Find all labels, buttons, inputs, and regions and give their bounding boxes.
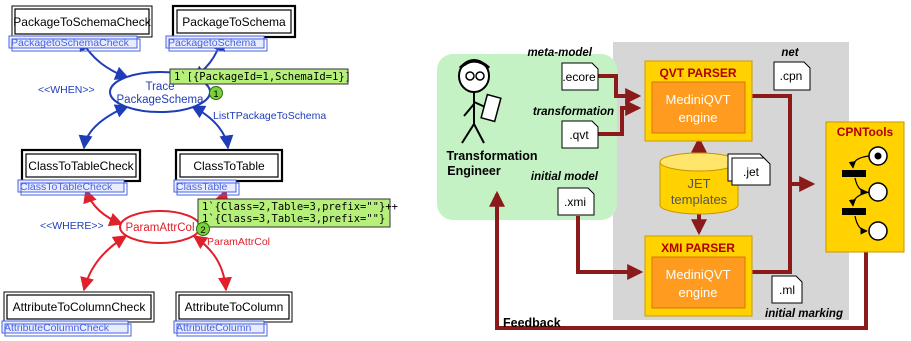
tag-packageto-schema-check: PackagetoSchemaCheck bbox=[8, 35, 141, 52]
flow-arrows bbox=[489, 74, 868, 330]
place-label-line2: PackageSchema bbox=[117, 94, 205, 106]
node-label: AttributeToColumnCheck bbox=[13, 300, 147, 314]
place-param-attr-col: ParamAttrCol bbox=[119, 210, 201, 244]
xmi-engine-line1: MediniQVT bbox=[665, 267, 730, 282]
list-t-package-to-schema-label: ListTPackageToSchema bbox=[213, 110, 326, 122]
arc-classcheck-to-param bbox=[83, 188, 124, 227]
file-cpn: .cpn bbox=[773, 61, 811, 91]
transformation-label: transformation bbox=[533, 106, 614, 118]
tag-label: ClassTable bbox=[176, 181, 228, 193]
marking-text-line1: 1`{Class=2,Table=3,prefix=""}++ bbox=[202, 201, 398, 213]
arc-trace-to-classcheck bbox=[78, 104, 130, 150]
place-label-line1: Trace bbox=[146, 81, 175, 93]
file-label: .xmi bbox=[564, 195, 586, 209]
tag-attribute-column: AttributeColumn bbox=[173, 320, 268, 337]
tag-label: AttributeColumn bbox=[176, 322, 251, 334]
node-label: PackageToSchema bbox=[182, 15, 286, 29]
initial-model-label: initial model bbox=[531, 171, 599, 183]
arc-param-to-attrcheck bbox=[80, 235, 128, 292]
tag-label: PackagetoSchemaCheck bbox=[11, 37, 130, 49]
marking-trace: 1`[{PackageId=1,SchemaId=1}] bbox=[169, 68, 351, 85]
arrow-qvt-to-qvt-parser bbox=[598, 100, 642, 136]
tag-label: ClassToTableCheck bbox=[20, 181, 113, 193]
node-label: AttributeToColumn bbox=[185, 300, 284, 314]
file-label: .ml bbox=[779, 283, 795, 297]
engineer-figure-icon bbox=[458, 59, 502, 144]
file-xmi: .xmi bbox=[557, 187, 595, 216]
arrow-xmi-to-xmi-parser bbox=[576, 216, 644, 280]
qvt-engine-line2: engine bbox=[678, 110, 717, 125]
token-count: 1 bbox=[213, 89, 218, 100]
node-attribute-to-column: AttributeToColumn bbox=[175, 291, 293, 323]
left-cpn-diagram: PackageToSchemaCheck PackageToSchema Cla… bbox=[1, 4, 398, 337]
file-label: .qvt bbox=[569, 128, 589, 142]
node-label: ClassToTableCheck bbox=[28, 159, 134, 173]
jet-label-line2: templates bbox=[671, 192, 728, 207]
file-label: .ecore bbox=[562, 70, 596, 84]
marking-text-line2: 1`{Class=3,Table=3,prefix=""} bbox=[202, 213, 385, 225]
file-ecore: .ecore bbox=[561, 62, 599, 91]
file-ml: .ml bbox=[771, 275, 803, 304]
node-label: ClassToTable bbox=[193, 159, 265, 173]
qvt-engine-line1: MediniQVT bbox=[665, 92, 730, 107]
marking-text: 1`[{PackageId=1,SchemaId=1}] bbox=[174, 71, 351, 83]
node-label: PackageToSchemaCheck bbox=[13, 15, 151, 29]
tag-attribute-column-check: AttributeColumnCheck bbox=[1, 320, 132, 337]
arrow-ml-to-cpntools bbox=[752, 184, 792, 274]
engineer-panel bbox=[437, 54, 617, 220]
cpntools-title: CPNTools bbox=[837, 125, 894, 139]
qvt-parser-box: QVT PARSER MediniQVT engine bbox=[644, 60, 753, 142]
cpntools-box: CPNTools bbox=[825, 121, 905, 253]
initial-marking-label: initial marking bbox=[765, 308, 843, 320]
token-count: 2 bbox=[200, 225, 205, 236]
engineer-title-line2: Engineer bbox=[447, 164, 501, 178]
tag-label: PackagetoSchema bbox=[168, 37, 256, 49]
where-label: <<WHERE>> bbox=[40, 220, 104, 232]
file-jet: .jet bbox=[727, 153, 771, 186]
arc-param-to-attrcolumn bbox=[192, 235, 232, 292]
file-qvt: .qvt bbox=[561, 120, 599, 149]
tag-class-to-table-check: ClassToTableCheck bbox=[17, 179, 128, 196]
tag-class-table: ClassTable bbox=[173, 179, 240, 196]
xmi-engine-line2: engine bbox=[678, 285, 717, 300]
xmi-parser-title: XMI PARSER bbox=[661, 241, 735, 255]
feedback-label: Feedback bbox=[503, 316, 561, 330]
net-label: net bbox=[781, 47, 799, 59]
node-package-to-schema: PackageToSchema bbox=[171, 4, 297, 39]
engineer-title-line1: Transformation bbox=[447, 149, 538, 163]
node-package-to-schema-check: PackageToSchemaCheck bbox=[11, 5, 153, 38]
node-attribute-to-column-check: AttributeToColumnCheck bbox=[3, 291, 155, 323]
arrow-feedback bbox=[489, 190, 868, 330]
param-attr-col-arc-label: ParamAttrCol bbox=[207, 236, 270, 248]
token-count-trace: 1 bbox=[209, 86, 223, 100]
tag-label: AttributeColumnCheck bbox=[4, 322, 110, 334]
file-label: .cpn bbox=[780, 69, 803, 83]
mini-petri-net-icon bbox=[842, 146, 888, 241]
xmi-parser-box: XMI PARSER MediniQVT engine bbox=[644, 235, 753, 317]
when-label: <<WHEN>> bbox=[38, 84, 95, 96]
place-label: ParamAttrCol bbox=[125, 222, 194, 234]
node-class-to-table-check: ClassToTableCheck bbox=[20, 148, 142, 183]
jet-templates-cylinder: JET templates bbox=[659, 152, 739, 215]
jet-label-line1: JET bbox=[687, 176, 710, 191]
qvt-parser-title: QVT PARSER bbox=[659, 66, 736, 80]
arc-trace-to-classtable bbox=[190, 105, 234, 150]
token-count-param: 2 bbox=[196, 222, 210, 236]
meta-model-label: meta-model bbox=[527, 47, 592, 59]
right-workflow-diagram: Transformation Engineer .ecore meta-mode… bbox=[437, 42, 905, 330]
file-label: .jet bbox=[743, 165, 760, 179]
arrow-net-to-cpntools bbox=[752, 94, 816, 192]
node-class-to-table: ClassToTable bbox=[174, 148, 284, 183]
marking-param-attr-col: 1`{Class=2,Table=3,prefix=""}++ 1`{Class… bbox=[197, 198, 398, 228]
arrow-ecore-to-qvt-parser bbox=[598, 74, 642, 104]
tag-packageto-schema: PackagetoSchema bbox=[165, 35, 268, 52]
